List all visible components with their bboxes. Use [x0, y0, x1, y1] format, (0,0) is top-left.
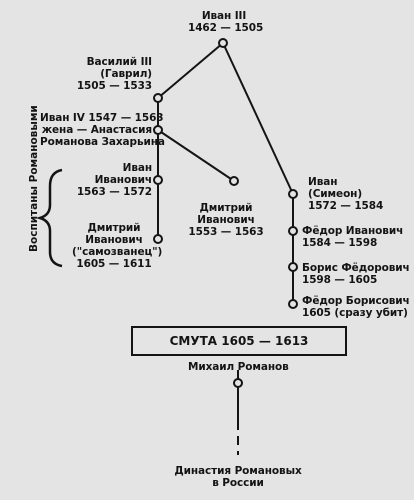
node-ivan4 — [153, 125, 163, 135]
edge-ivan4-dmitry-ivanovich — [157, 129, 235, 182]
label-ivan4: Иван IV 1547 — 1563 жена — Анастасия Ром… — [40, 112, 165, 148]
label-dynasty: Династия Романовых в России — [174, 465, 302, 489]
node-boris — [288, 262, 298, 272]
edge-ivan3-vasily3 — [157, 42, 224, 99]
label-fedor-borisovich: Фёдор Борисович 1605 (сразу убит) — [302, 295, 410, 319]
node-ivan-ivanovich — [153, 175, 163, 185]
label-fedor-ivanovich: Фёдор Иванович 1584 — 1598 — [302, 225, 404, 249]
label-ivan-ivanovich: Иван Иванович 1563 — 1572 — [76, 162, 152, 198]
brace — [35, 168, 63, 268]
node-ivan3 — [218, 38, 228, 48]
label-mikhail: Михаил Романов — [188, 361, 289, 373]
node-dmitry-samozvanets — [153, 234, 163, 244]
label-ivan-simeon: Иван (Симеон) 1572 — 1584 — [308, 176, 384, 212]
node-fedor-ivanovich — [288, 226, 298, 236]
label-boris: Борис Фёдорович 1598 — 1605 — [302, 262, 410, 286]
smuta-label: СМУТА 1605 — 1613 — [169, 334, 309, 348]
node-ivan-simeon — [288, 189, 298, 199]
edge-ivan3-ivan-simeon — [222, 42, 294, 195]
label-dmitry-samozvanets: Дмитрий Иванович ("самозванец") 1605 — 1… — [72, 222, 163, 270]
node-mikhail — [233, 378, 243, 388]
node-fedor-borisovich — [288, 299, 298, 309]
side-label: Воспитаны Романовыми — [28, 105, 40, 252]
smuta-box: СМУТА 1605 — 1613 — [131, 326, 347, 356]
node-dmitry-ivanovich — [229, 176, 239, 186]
node-vasily3 — [153, 93, 163, 103]
label-ivan3: Иван III 1462 — 1505 — [188, 10, 264, 34]
label-vasily3: Василий III (Гаврил) 1505 — 1533 — [76, 56, 152, 92]
label-dmitry-ivanovich: Дмитрий Иванович 1553 — 1563 — [188, 202, 264, 238]
